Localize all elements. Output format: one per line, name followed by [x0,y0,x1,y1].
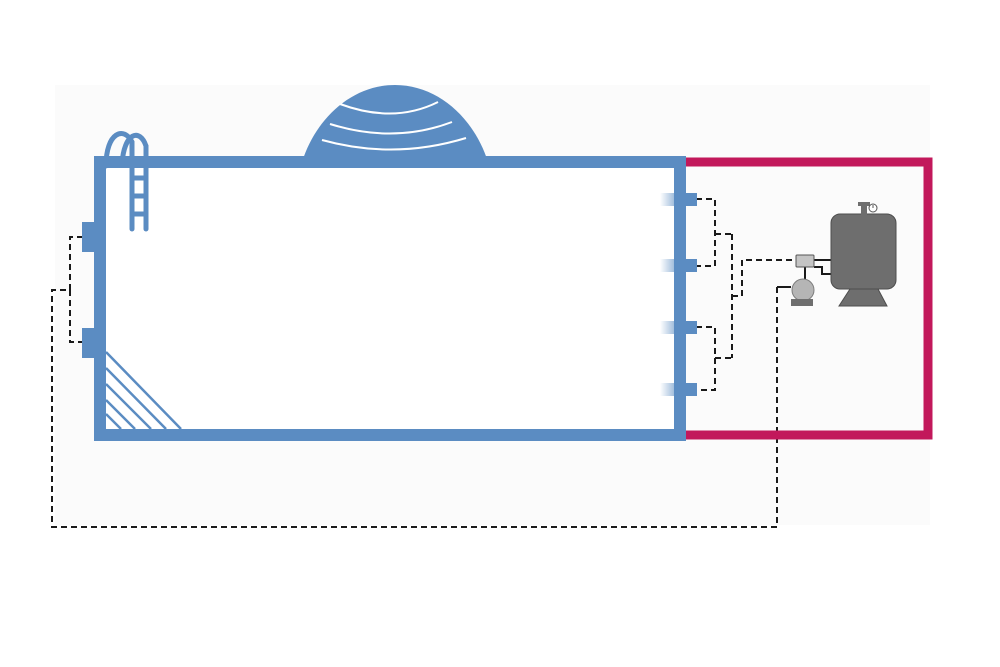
return-pipe [51,236,778,528]
skimmer-2 [660,259,697,272]
return-inlet-upper [82,222,98,252]
skimmer-4 [660,383,697,396]
machine-room-outline [683,157,933,440]
pump-icon [791,278,815,306]
skimmer-1 [660,193,697,206]
equipment-connections [777,259,832,288]
multiport-valve-icon [795,254,815,268]
skimmer-3 [660,321,697,334]
dome-cover-icon [302,85,488,162]
return-inlet-lower [82,328,98,358]
suction-pipes [696,198,796,391]
pool-outline [94,156,686,441]
pool-ladder-icon [103,131,149,232]
pool-steps-icon [105,351,182,430]
pressure-gauge-icon [868,203,878,213]
sand-filter-icon [830,202,897,307]
